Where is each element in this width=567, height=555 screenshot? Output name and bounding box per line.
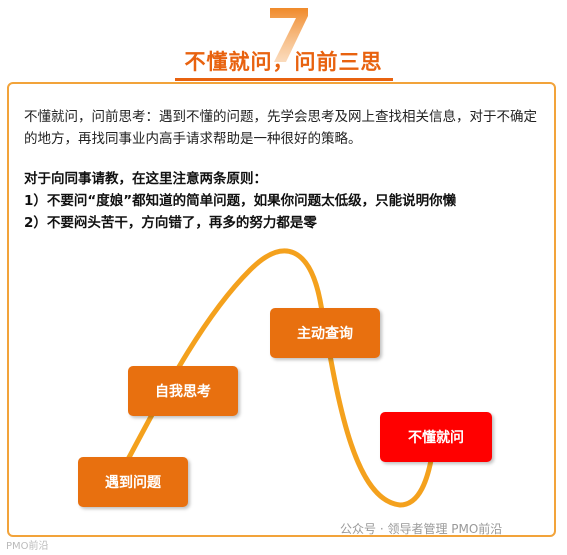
step-ask-if-unsure: 不懂就问 [380, 412, 492, 462]
number-seven-icon [270, 8, 308, 62]
rules-block: 对于向同事请教，在这里注意两条原则： 1）不要问“度娘”都知道的简单问题，如果你… [24, 168, 544, 234]
step-encounter-problem: 遇到问题 [78, 457, 188, 507]
watermark-corner: PMO前沿 [6, 541, 49, 552]
rule-2: 2）不要闷头苦干，方向错了，再多的努力都是零 [24, 215, 317, 231]
rules-heading: 对于向同事请教，在这里注意两条原则： [24, 171, 267, 187]
page-title: 不懂就问，问前三思 [184, 50, 383, 74]
step-active-search: 主动查询 [270, 308, 380, 358]
step-self-think: 自我思考 [128, 366, 238, 416]
title-underline [175, 78, 393, 81]
intro-text: 不懂就问，问前思考：遇到不懂的问题，先学会思考及网上查找相关信息，对于不确定的地… [24, 109, 537, 147]
rule-1: 1）不要问“度娘”都知道的简单问题，如果你问题太低级，只能说明你懒 [24, 193, 457, 209]
content-panel [7, 82, 556, 537]
watermark-official-account: 公众号 · 领导者管理 PMO前沿 [340, 522, 503, 536]
